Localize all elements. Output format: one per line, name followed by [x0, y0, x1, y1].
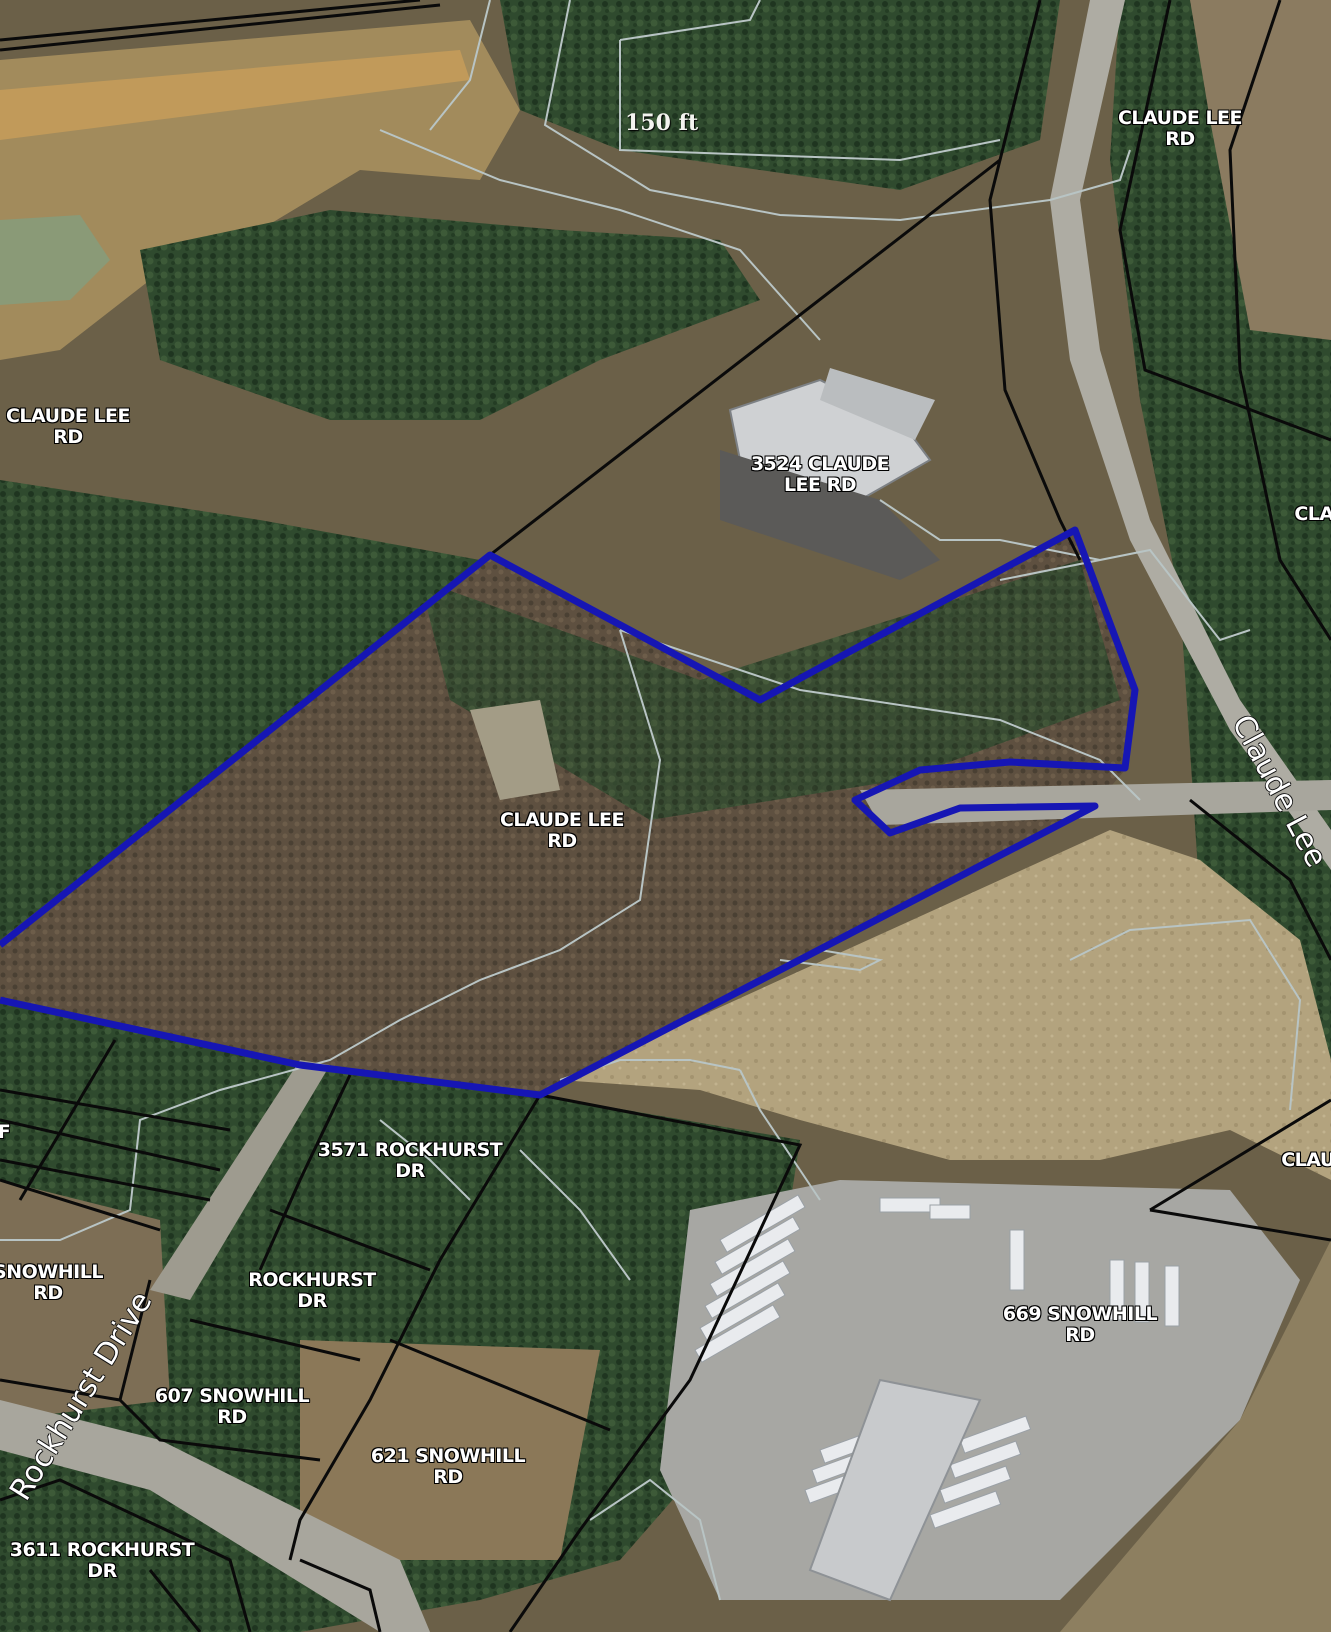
parcel-label-line: CLAUDE LEE — [499, 809, 625, 831]
parcel-label[interactable]: CLAUDE LEE RD — [499, 809, 625, 852]
trailers — [694, 1194, 1180, 1529]
parcel-label-line: RD — [1065, 1324, 1095, 1346]
parcel-label-line: F — [0, 1121, 11, 1143]
parcel-label-line: CLAUDE LEE — [5, 405, 131, 427]
snowhill-road — [0, 1400, 430, 1632]
parcel-label[interactable]: 3611 ROCKHURST DR — [10, 1540, 195, 1582]
parcel-label-line: 607 SNOWHILL — [154, 1385, 310, 1407]
parcel-label-line: 3571 ROCKHURST — [317, 1139, 503, 1161]
parcel-label-line: ROCKHURST — [248, 1269, 376, 1291]
parcel-label-line: CLAUDE LEE — [1117, 107, 1243, 129]
parcel-label[interactable]: ROCKHURST DR — [248, 1270, 376, 1312]
contour-lines — [0, 0, 1302, 1601]
parcel-forest — [420, 560, 1120, 820]
parcel-label-line: SNOWHILL — [0, 1261, 103, 1283]
parcel-label-line: 621 SNOWHILL — [370, 1445, 526, 1467]
parcel-label-line: DR — [297, 1290, 327, 1312]
parcel-label-line: DR — [395, 1160, 425, 1182]
forest-north — [500, 0, 1060, 190]
rockhurst-drive-road — [150, 1060, 330, 1300]
parcel-label[interactable]: CLAUDE LEE RD — [1117, 107, 1243, 150]
building-3524-lot — [720, 450, 940, 580]
parcel-label[interactable]: CLA — [1294, 504, 1331, 525]
parcel-label-line: RD — [53, 426, 83, 448]
field-east — [1190, 0, 1331, 340]
quarry-terrace — [0, 50, 470, 140]
parcel-label-line: RD — [1165, 128, 1195, 150]
parcel-label-line: CLAU — [1281, 1149, 1331, 1171]
parcel-label[interactable]: 3571 ROCKHURST DR — [318, 1140, 503, 1182]
claude-lee-road — [1050, 0, 1331, 870]
highlighted-parcel-boundary[interactable] — [0, 526, 1139, 1099]
parcel-label-line: RD — [433, 1466, 463, 1488]
parcel-label-line: DR — [87, 1560, 117, 1582]
parcel-label[interactable]: SNOWHILL RD — [0, 1262, 103, 1304]
parcel-label-line: RD — [33, 1282, 63, 1304]
parcel-label-line: LEE RD — [783, 474, 857, 496]
forest-northwest — [140, 210, 760, 420]
contour-label: 150 ft — [625, 110, 699, 136]
parcel-label[interactable]: 607 SNOWHILL RD — [154, 1385, 310, 1428]
parcel-label[interactable]: CLAUDE LEE RD — [5, 405, 131, 448]
building-3524-wing — [820, 368, 935, 440]
parcel-label-line: 669 SNOWHILL — [1002, 1303, 1158, 1325]
sandy-field — [560, 830, 1331, 1180]
parcel-label[interactable]: 621 SNOWHILL RD — [370, 1445, 526, 1488]
parcel-label-line: CLA — [1294, 503, 1331, 525]
parcel-label[interactable]: F — [0, 1121, 11, 1143]
driveway-road — [860, 780, 1331, 825]
parcel-label[interactable]: 669 SNOWHILL RD — [1002, 1303, 1158, 1346]
field-southeast — [1060, 1240, 1331, 1632]
warehouse-building — [808, 1378, 982, 1602]
quarry-pond — [0, 215, 110, 305]
parcel-label[interactable]: 3524 CLAUDE LEE RD — [750, 453, 890, 496]
parcel-label-line: 3611 ROCKHURST — [9, 1539, 195, 1561]
parcel-label-line: 3524 CLAUDE — [750, 453, 890, 475]
parcel-clearing — [470, 700, 560, 800]
parcel-label-line: RD — [547, 830, 577, 852]
parcel-label-line: RD — [217, 1406, 247, 1428]
parcel-label[interactable]: CLAU — [1281, 1150, 1331, 1171]
